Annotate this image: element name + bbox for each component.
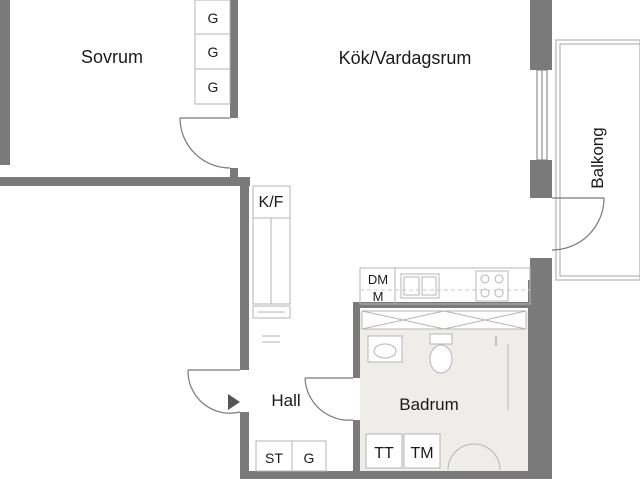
kitchen-counter [359,267,531,305]
room-label-hall: Hall [271,391,300,410]
wardrobe-label: G [208,44,219,60]
fridge-column [252,185,291,343]
bathroom-fixtures [361,310,527,471]
wardrobe-label: G [208,79,219,95]
tumble-dryer-label: TT [374,445,394,462]
drying-cabinet-label: ST [265,450,283,466]
entrance-arrow-icon [228,394,240,410]
hall-fixtures [255,440,327,472]
washing-machine-label: TM [410,445,433,462]
room-label-bedroom: Sovrum [81,47,143,67]
room-label-balcony: Balkong [588,127,607,188]
bedroom-wardrobes [194,0,231,105]
walls [0,0,552,479]
room-label-bathroom: Badrum [399,395,459,414]
microwave-label: M [373,289,384,304]
room-label-kitchen-living: Kök/Vardagsrum [339,48,472,68]
doors [179,117,605,421]
dishwasher-label: DM [368,272,388,287]
hall-wardrobe-label: G [304,450,315,466]
kitchen-window [536,69,548,161]
balcony-outline [555,39,640,281]
wardrobe-label: G [208,10,219,26]
fridge-freezer-label: K/F [259,194,284,211]
